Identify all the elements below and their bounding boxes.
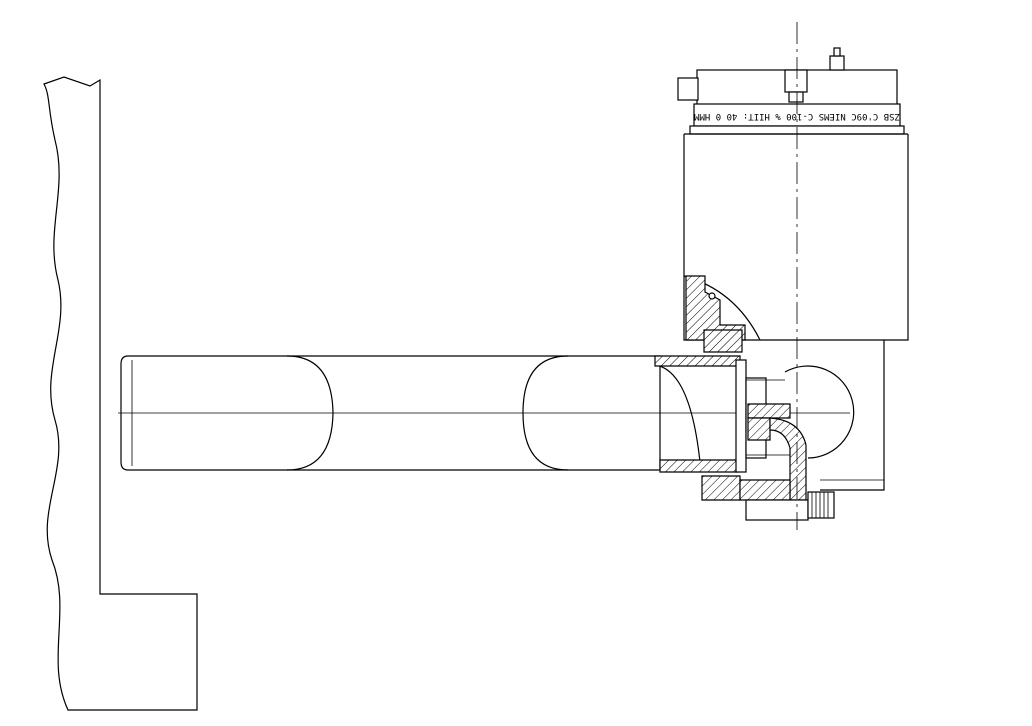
dial-marking: ZSB C'09C NIEMS C-100 % HIIT: 40 0 HMM xyxy=(693,111,899,121)
tool-head: ZSB C'09C NIEMS C-100 % HIIT: 40 0 HMM xyxy=(654,47,909,521)
wall-frame xyxy=(43,76,198,711)
knob-knurl xyxy=(811,492,829,518)
